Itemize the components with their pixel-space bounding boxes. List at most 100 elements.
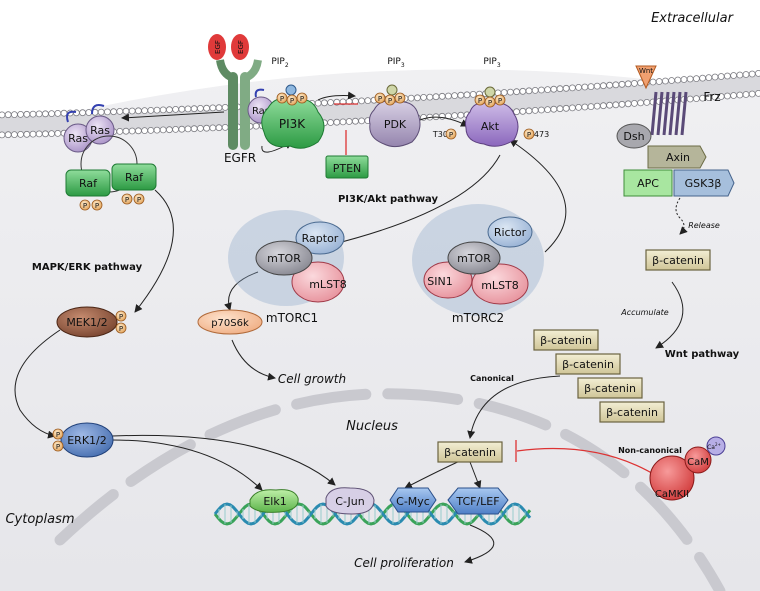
lipid-head — [351, 117, 359, 125]
lipid-head — [519, 87, 527, 95]
akt-t308-label: T308 — [432, 130, 453, 139]
lipid-head — [544, 86, 551, 93]
dsh-label: Dsh — [623, 130, 644, 143]
lipid-head — [159, 126, 167, 134]
lipid-head — [203, 124, 211, 132]
cjun-label: C-Jun — [335, 495, 364, 508]
lipid-head — [364, 97, 372, 104]
lipid-head — [550, 85, 558, 93]
bcat-label-4: β-catenin — [606, 406, 658, 419]
wnt-pathway-label: Wnt pathway — [665, 349, 740, 360]
lipid-head — [643, 99, 651, 106]
erk-to-elk1-arrow — [111, 439, 263, 491]
bcat-label-3: β-catenin — [584, 382, 636, 395]
lipid-head — [147, 126, 155, 134]
lipid-head — [674, 76, 682, 84]
mtorc2-label: mTORC2 — [452, 311, 504, 325]
phosphate-icon — [296, 92, 308, 104]
camkii-inhibit-line — [516, 447, 661, 479]
lipid-head — [612, 101, 620, 109]
mlst8-label-2: mLST8 — [481, 279, 519, 292]
lipid-head — [569, 104, 576, 112]
lipid-head — [252, 122, 260, 130]
raptor-node — [295, 221, 345, 255]
dsh-node — [616, 123, 652, 149]
lipid-head — [314, 99, 322, 107]
lipid-head — [147, 107, 155, 114]
phosphate-icon — [121, 193, 133, 205]
lipid-head — [581, 83, 589, 91]
cell-proliferation-label: Cell proliferation — [354, 556, 454, 570]
lipid-head — [17, 111, 25, 118]
lipid-head — [178, 105, 186, 113]
lipid-head — [544, 106, 551, 113]
tcflef-node — [447, 487, 509, 515]
apc-label: APC — [637, 177, 659, 190]
lipid-head — [686, 95, 694, 103]
lipid-head — [29, 130, 37, 138]
lipid-head — [655, 78, 663, 85]
lipid-head — [209, 104, 217, 112]
lipid-head — [457, 111, 465, 119]
pip3-label-2: PIP3 — [483, 57, 501, 69]
lipid-head — [513, 88, 520, 96]
lipid-head — [531, 107, 539, 114]
lipid-head — [717, 73, 725, 80]
lipid-head — [581, 103, 589, 111]
raf-to-mek-arrow — [134, 189, 174, 313]
lipid-head — [438, 92, 446, 100]
lipid-head — [699, 74, 706, 82]
lipid-head — [165, 126, 173, 134]
bcat-box-4 — [599, 401, 665, 423]
lipid-head — [469, 91, 477, 98]
lipid-head — [0, 111, 6, 119]
lipid-head — [153, 126, 161, 134]
lipid-head — [190, 125, 198, 133]
lipid-head — [519, 107, 527, 115]
pdk-label: PDK — [384, 118, 407, 131]
bcat-label-top: β-catenin — [652, 254, 704, 267]
pip2-head — [285, 84, 297, 96]
nucleus-label: Nucleus — [346, 419, 398, 434]
lipid-head — [141, 127, 149, 135]
lipid-head — [221, 104, 229, 111]
egf-ligand-2 — [231, 34, 249, 60]
lipid-head — [730, 72, 737, 79]
lipid-head — [736, 91, 744, 99]
lipid-head — [172, 106, 180, 113]
lipid-head — [116, 127, 124, 135]
lipid-head — [10, 131, 18, 139]
lipid-head — [134, 127, 142, 135]
lipid-head — [48, 130, 55, 138]
phosphate-label: P — [119, 313, 123, 321]
bcat-box-nuclear — [437, 441, 503, 463]
phosphate-label: P — [280, 95, 284, 103]
camkii-node — [649, 455, 695, 501]
phosphate-label: P — [137, 196, 141, 204]
phosphate-icon — [91, 199, 103, 211]
ras-label-1: Ras — [68, 132, 88, 145]
mlst8-label-1: mLST8 — [309, 278, 347, 291]
lipid-head — [23, 130, 31, 138]
raf-label-1: Raf — [79, 177, 98, 190]
lipid-head — [215, 124, 223, 132]
phosphate-icon — [445, 128, 457, 140]
lipid-head — [562, 84, 570, 92]
elk1-label: Elk1 — [263, 495, 286, 508]
mtor-node-1 — [255, 240, 313, 276]
lipid-head — [438, 112, 446, 120]
lipid-head — [600, 102, 607, 110]
cell-growth-label: Cell growth — [278, 372, 346, 386]
lipid-head — [606, 81, 613, 89]
lipid-head — [742, 71, 750, 78]
lipid-head — [345, 118, 353, 125]
bcat-box-3 — [577, 377, 643, 399]
lipid-head — [209, 124, 217, 132]
lipid-head — [327, 119, 335, 126]
lipid-head — [104, 108, 111, 116]
lipid-head — [358, 97, 366, 105]
lipid-head — [742, 91, 750, 98]
phosphate-label: P — [449, 131, 453, 139]
lipid-head — [333, 118, 341, 126]
phosphate-icon — [52, 440, 64, 452]
